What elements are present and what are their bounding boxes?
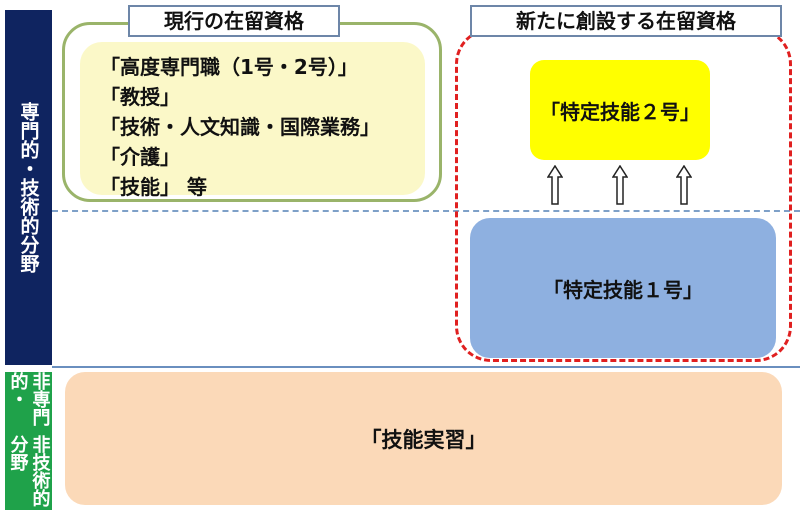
- up-arrow-icon: [547, 165, 563, 205]
- technical-intern-label: 「技能実習」: [360, 427, 487, 452]
- status-item: 「介護」: [100, 145, 180, 169]
- specified-skilled-1-box: 「特定技能１号」: [470, 218, 776, 358]
- professional-field-label: 専門的・技術的分野: [5, 10, 52, 365]
- specified-skilled-2-box: 「特定技能２号」: [530, 60, 710, 160]
- field-divider: [52, 366, 800, 368]
- technical-intern-box: 「技能実習」: [65, 372, 782, 505]
- current-status-title: 現行の在留資格: [128, 5, 340, 37]
- specified-skilled-1-label: 「特定技能１号」: [543, 277, 703, 302]
- status-item: 「高度専門職（1号・2号）」: [100, 55, 358, 79]
- status-item: 「技術・人文知識・国際業務」: [100, 115, 380, 139]
- status-item: 「教授」: [100, 85, 180, 109]
- nonprof-label-col1: 非専門的・: [7, 372, 51, 426]
- nonprof-label-col2: 非技術的分野: [7, 434, 51, 507]
- current-status-list: 「高度専門職（1号・2号）」 「教授」 「技術・人文知識・国際業務」 「介護」 …: [80, 42, 425, 199]
- specified-skilled-2-label: 「特定技能２号」: [540, 99, 700, 124]
- up-arrow-icon: [612, 165, 628, 205]
- non-professional-field-label: 非専門的・非技術的分野: [5, 372, 52, 510]
- up-arrow-icon: [676, 165, 692, 205]
- new-status-title: 新たに創設する在留資格: [470, 5, 782, 37]
- professional-field-text: 専門的・技術的分野: [17, 102, 40, 273]
- status-item: 「技能」 等: [100, 175, 207, 199]
- dashed-divider: [52, 210, 800, 212]
